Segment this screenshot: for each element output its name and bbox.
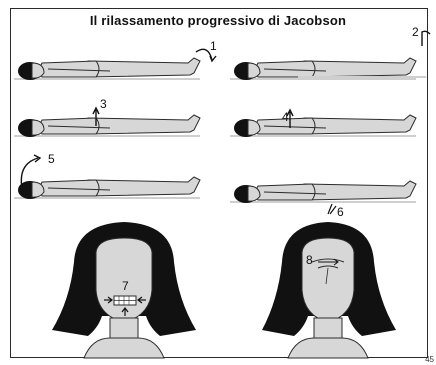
step-label-1: 1: [210, 39, 217, 53]
figure-5: [14, 177, 200, 199]
corner-mark: 45: [425, 355, 434, 364]
arrow-2: [422, 31, 430, 46]
figure-6: [230, 181, 416, 203]
step-label-7: 7: [122, 279, 129, 293]
step-label-2: 2: [412, 25, 419, 39]
figure-1: [14, 58, 200, 80]
step-label-5: 5: [48, 152, 55, 166]
step-label-6: 6: [337, 205, 344, 219]
face-8: [262, 222, 396, 358]
step-label-8: 8: [306, 253, 313, 267]
step-label-3: 3: [100, 97, 107, 111]
arrow-6: [328, 204, 336, 214]
step-label-4: 4: [282, 110, 289, 124]
figure-3: [14, 115, 200, 137]
figure-4: [230, 115, 416, 137]
